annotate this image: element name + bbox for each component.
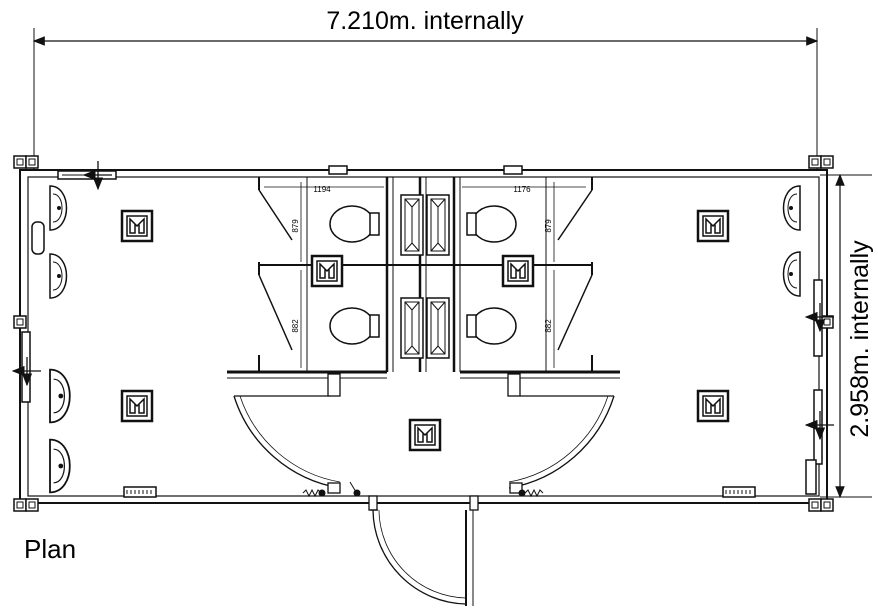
toilet-icon <box>466 307 517 345</box>
move-arrows-icon <box>806 411 834 439</box>
door-closer <box>302 481 544 498</box>
move-arrows-icon <box>84 161 112 189</box>
toilet-icon <box>329 307 380 345</box>
extractor-fan <box>503 165 523 175</box>
side-window <box>21 331 31 403</box>
entry-door <box>368 495 479 606</box>
basin-icon <box>782 251 801 297</box>
height-dimension <box>820 173 872 499</box>
cistern-slab <box>400 194 424 256</box>
basin-icon <box>49 368 71 424</box>
cistern-slab <box>400 297 424 359</box>
toilet-icon <box>329 205 380 243</box>
heater-icon <box>722 486 756 498</box>
toilet-icon <box>466 205 517 243</box>
dimension-label: 879 <box>291 219 300 233</box>
vent-icon <box>120 209 154 243</box>
cubicle-dimensions <box>264 182 586 368</box>
dimension-label: 1176 <box>513 185 531 194</box>
width-dimension-label: 7.210m. internally <box>326 7 524 35</box>
height-dimension-label: 2.958m. internally <box>846 240 874 438</box>
basin-icon <box>782 185 801 231</box>
vent-icon <box>310 254 344 288</box>
vent-icon <box>408 418 442 452</box>
vent-icon <box>120 389 154 423</box>
plan-label: Plan <box>24 534 76 564</box>
cistern-slab <box>426 194 450 256</box>
width-dimension <box>32 28 819 170</box>
side-window <box>813 389 823 465</box>
dimension-label: 882 <box>291 319 300 333</box>
entry-frame <box>805 459 817 495</box>
basin-icon <box>49 185 68 231</box>
hand-dryer <box>31 221 45 255</box>
dimension-label: 879 <box>544 219 553 233</box>
side-window <box>813 279 823 357</box>
move-arrows-icon <box>13 357 41 385</box>
dimension-label: 1194 <box>313 185 331 194</box>
dimension-label: 882 <box>544 319 553 333</box>
heater-icon <box>123 486 157 498</box>
internal-doors <box>233 373 615 494</box>
vent-icon <box>696 209 730 243</box>
vent-icon <box>696 389 730 423</box>
extractor-fan <box>328 165 348 175</box>
basin-icon <box>49 253 68 299</box>
vent-icon <box>501 254 535 288</box>
basin-icon <box>49 438 71 494</box>
cistern-slab <box>426 297 450 359</box>
